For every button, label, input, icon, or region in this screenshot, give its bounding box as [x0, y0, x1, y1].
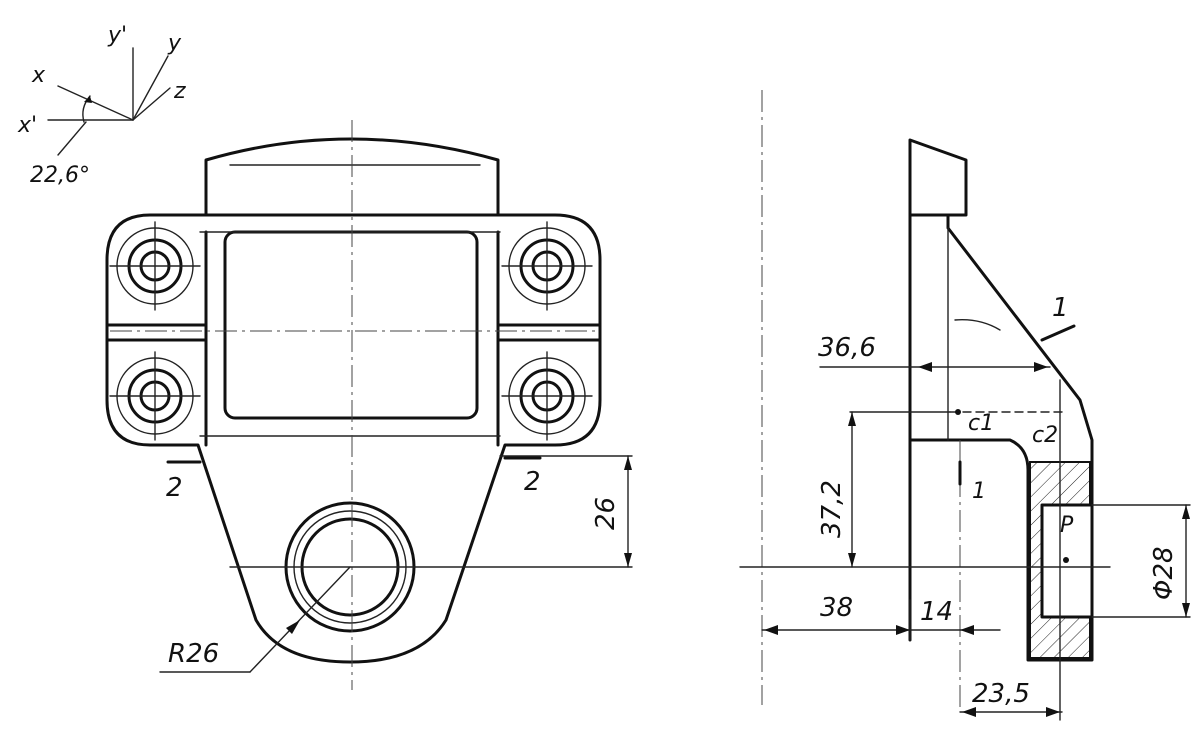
coordinate-axes: y' y z x x' 22,6° [17, 23, 186, 188]
shank-outline [908, 213, 1094, 662]
bolt-hole-bottom-right [501, 351, 593, 441]
dim-diameter-label: Φ28 [1149, 546, 1179, 600]
angle-arc-side [954, 319, 1001, 331]
x-axis [57, 85, 134, 121]
z-axis [132, 87, 171, 121]
z-label: z [173, 79, 186, 104]
r26-leader [249, 566, 351, 673]
dim-14-label: 14 [920, 597, 953, 627]
side-view: 36,6 1 c1 c2 1 37,2 38 14 23,5 [739, 90, 1191, 721]
dim-r26-label: R26 [168, 639, 219, 669]
angle-arrow [84, 96, 92, 103]
section-mark-right: 2 [524, 467, 541, 497]
mark-1-top-bar [1040, 324, 1076, 342]
angle-leader [57, 121, 87, 156]
dim-38-label: 38 [820, 593, 853, 623]
main-outline [105, 213, 602, 664]
point-p-dot [1063, 557, 1069, 563]
point-p: P [1060, 513, 1074, 538]
point-c2: c2 [1032, 423, 1058, 448]
bolt-hole-top-left [109, 221, 201, 311]
x-prime-label: x' [17, 113, 37, 138]
mark-1-mid: 1 [972, 479, 986, 504]
dim-23-5-label: 23,5 [972, 679, 1030, 709]
y-axis [132, 55, 169, 121]
y-label: y [167, 31, 182, 56]
bore-cavity [1040, 503, 1094, 619]
dim-26-label: 26 [591, 497, 621, 530]
bolt-hole-top-right [501, 221, 593, 311]
top-cap [204, 137, 500, 217]
section-mark-left: 2 [166, 473, 183, 503]
dim-36-6-label: 36,6 [818, 333, 876, 363]
dim-37-2-label: 37,2 [817, 480, 847, 538]
bolt-hole-bottom-left [109, 351, 201, 441]
inner-window [223, 230, 479, 420]
y-prime-label: y' [107, 23, 127, 48]
front-view: 2 2 26 R26 [105, 120, 633, 690]
angle-label: 22,6° [30, 163, 90, 188]
point-c1: c1 [968, 411, 994, 436]
mark-1-top: 1 [1052, 293, 1069, 323]
point-c1-dot [955, 409, 961, 415]
x-label: x [31, 63, 46, 88]
head-block [908, 138, 968, 217]
